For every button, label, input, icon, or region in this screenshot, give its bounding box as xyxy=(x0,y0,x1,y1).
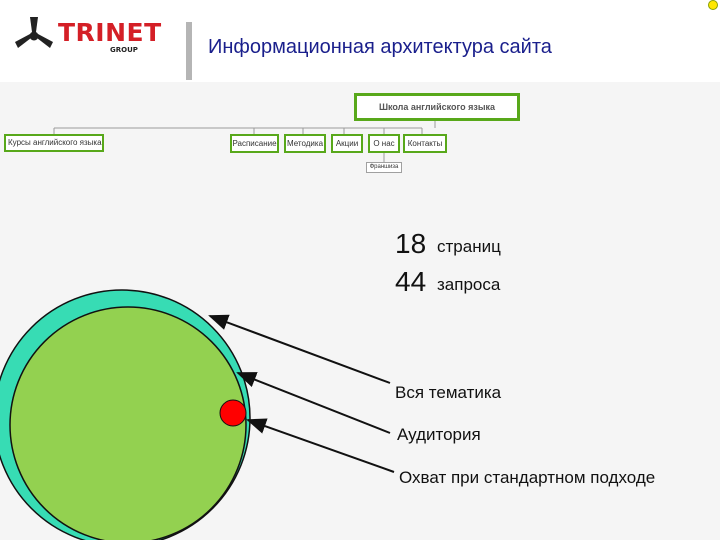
logo-subtitle: GROUP xyxy=(110,46,138,54)
trinet-logo[interactable]: TRINET GROUP xyxy=(14,14,161,62)
circle-audience xyxy=(9,306,247,540)
sitemap-item-about: О нас xyxy=(368,134,400,153)
propeller-icon xyxy=(15,17,53,48)
header: TRINET GROUP Информационная архитектура … xyxy=(0,0,720,82)
label-standard-coverage: Охват при стандартном подходе xyxy=(399,468,656,487)
page-title: Информационная архитектура сайта xyxy=(208,36,552,58)
arrow-audience xyxy=(236,372,391,434)
circle-standard-coverage xyxy=(219,399,247,427)
arrow-standard-coverage xyxy=(246,418,395,473)
sitemap-side-item: Курсы английского языка xyxy=(4,134,104,152)
queries-count: 44 xyxy=(395,266,427,297)
label-all-topics: Вся тематика xyxy=(395,383,502,402)
pages-label: страниц xyxy=(437,237,501,256)
corner-indicator-icon xyxy=(708,0,718,10)
sitemap-item-promo: Акции xyxy=(331,134,363,153)
sitemap-item-method: Методика xyxy=(284,134,326,153)
label-audience: Аудитория xyxy=(397,425,481,444)
sitemap-connectors xyxy=(53,121,436,162)
sitemap-sub-franchise: Франшиза xyxy=(366,162,402,173)
header-divider xyxy=(186,22,192,80)
sitemap-item-contacts: Контакты xyxy=(403,134,447,153)
sitemap-root: Школа английского языка xyxy=(354,93,520,121)
queries-label: запроса xyxy=(437,275,501,294)
pages-count: 18 xyxy=(395,228,427,259)
sitemap-item-schedule: Расписание xyxy=(230,134,279,153)
arrow-all-topics xyxy=(208,314,391,384)
logo-wordmark: TRINET xyxy=(58,18,162,47)
